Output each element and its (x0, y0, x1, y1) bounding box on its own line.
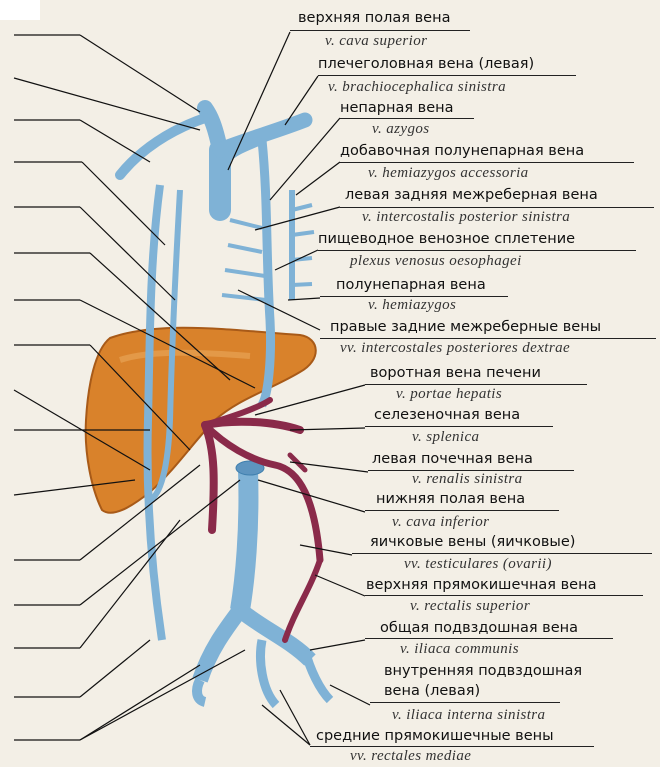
label-hemiazygos-acc-la: v. hemiazygos accessoria (368, 164, 529, 182)
label-hemiazygos-ru: полунепарная вена (336, 276, 486, 294)
label-intercostal-right-ru: правые задние межреберные вены (330, 318, 601, 336)
label-hemiazygos-acc-ru: добавочная полунепарная вена (340, 142, 584, 160)
label-portal-la: v. portae hepatis (396, 385, 502, 403)
label-brachiocephalic-ru: плечеголовная вена (левая) (318, 55, 534, 73)
underline (340, 118, 474, 119)
label-azygos-ru: непарная вена (340, 99, 454, 117)
label-intercostal-left-la: v. intercostalis posterior sinistra (362, 208, 570, 226)
label-common-iliac-la: v. iliaca communis (400, 640, 519, 658)
corner-patch (0, 0, 40, 20)
label-brachiocephalic-la: v. brachiocephalica sinistra (328, 78, 506, 96)
label-sup-rectal-ru: верхняя прямокишечная вена (366, 576, 596, 594)
label-int-iliac-ru2: вена (левая) (384, 682, 480, 700)
label-renal-la: v. renalis sinistra (412, 470, 523, 488)
label-mid-rectal-la: vv. rectales mediae (350, 747, 471, 765)
underline (290, 30, 470, 31)
label-azygos-la: v. azygos (372, 120, 429, 138)
label-int-iliac-ru: внутренняя подвздошная (384, 662, 582, 680)
underline (365, 595, 643, 596)
underline (365, 638, 613, 639)
label-testicular-ru: яичковые вены (яичковые) (370, 533, 575, 551)
label-esophageal-plexus-la: plexus venosus oesophagei (350, 252, 522, 270)
underline (352, 553, 652, 554)
label-inf-vena-cava-ru: нижняя полая вена (376, 490, 525, 508)
underline (318, 75, 576, 76)
label-hemiazygos-la: v. hemiazygos (368, 296, 456, 314)
label-intercostal-left-ru: левая задняя межреберная вена (345, 186, 598, 204)
label-splenic-la: v. splenica (412, 428, 479, 446)
label-sup-vena-cava-la: v. cava superior (325, 32, 427, 50)
underline (370, 702, 560, 703)
label-inf-vena-cava-la: v. cava inferior (392, 513, 489, 531)
label-testicular-la: vv. testiculares (ovarii) (404, 555, 552, 573)
label-portal-ru: воротная вена печени (370, 364, 541, 382)
label-intercostal-right-la: vv. intercostales posteriores dextrae (340, 339, 570, 357)
label-sup-vena-cava-ru: верхняя полая вена (298, 9, 450, 27)
label-common-iliac-ru: общая подвздошная вена (380, 619, 578, 637)
inferior-vena-cava (240, 470, 248, 610)
underline (365, 426, 553, 427)
underline (365, 510, 559, 511)
underline (340, 162, 634, 163)
label-splenic-ru: селезеночная вена (374, 406, 520, 424)
label-esophageal-plexus-ru: пищеводное венозное сплетение (318, 230, 575, 248)
label-int-iliac-la: v. iliaca interna sinistra (392, 706, 545, 724)
label-mid-rectal-ru: средние прямокишечные вены (316, 727, 554, 745)
underline (318, 250, 636, 251)
label-sup-rectal-la: v. rectalis superior (410, 597, 530, 615)
label-renal-ru: левая почечная вена (372, 450, 533, 468)
